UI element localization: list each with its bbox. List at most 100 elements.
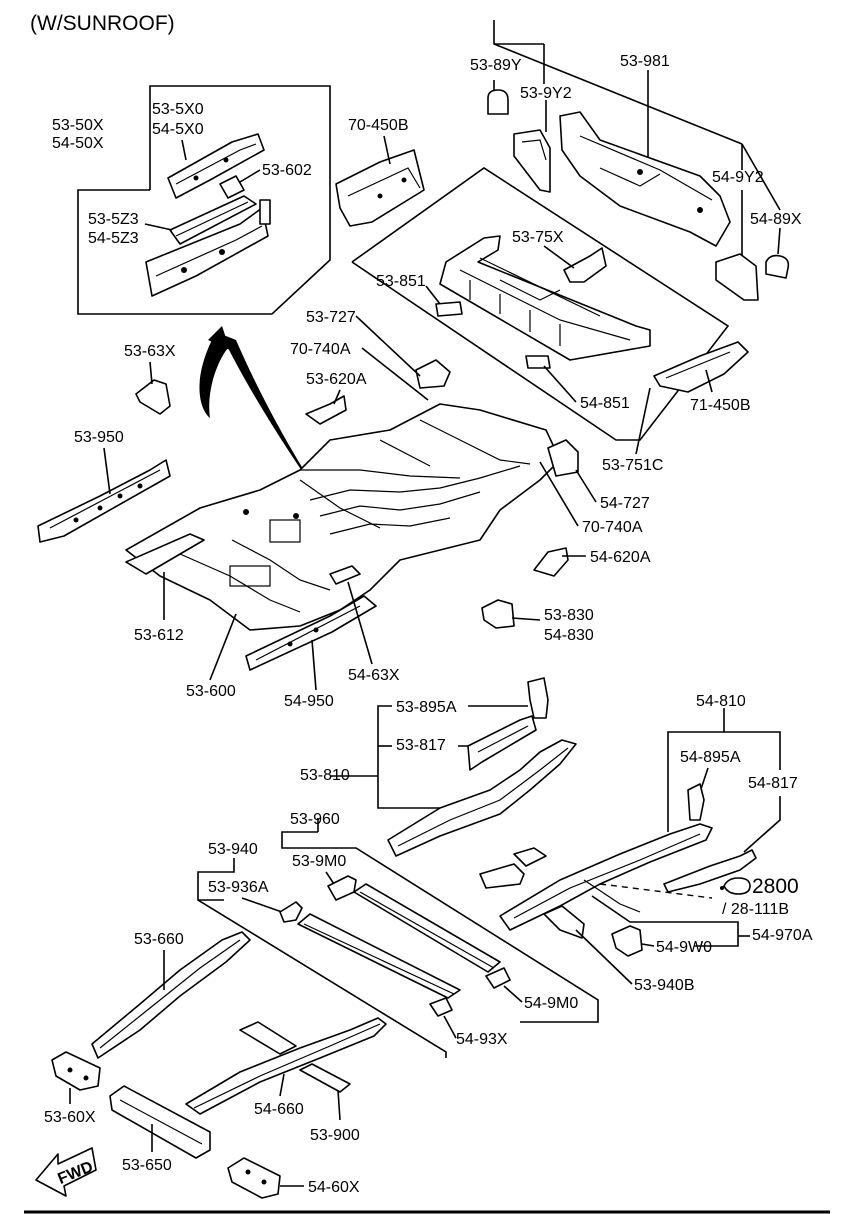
label-54-60X: 54-60X xyxy=(308,1179,360,1196)
part-53-810 xyxy=(387,739,577,857)
part-rear-floor-crossmember xyxy=(439,235,651,361)
label-53-612: 53-612 xyxy=(134,627,184,644)
part-53-981 xyxy=(559,111,731,247)
label-53-751C: 53-751C xyxy=(602,457,663,474)
part-54-817 xyxy=(663,849,757,893)
seat-bracket-front xyxy=(167,133,265,199)
label-53-981: 53-981 xyxy=(620,53,670,70)
label-53-9Y2: 53-9Y2 xyxy=(520,85,572,102)
part-53-936A xyxy=(279,901,303,923)
label-53-650: 53-650 xyxy=(122,1157,172,1174)
label-54-5X0: 54-5X0 xyxy=(152,121,204,138)
label-53-75X: 53-75X xyxy=(512,229,564,246)
part-53-895A xyxy=(527,677,549,719)
label-54-810: 54-810 xyxy=(696,693,746,710)
label-53-727: 53-727 xyxy=(306,309,356,326)
label-53-620A: 53-620A xyxy=(306,371,367,388)
part-54-60X xyxy=(227,1157,281,1199)
label-53-600: 53-600 xyxy=(186,683,236,700)
part-53-60X xyxy=(51,1051,101,1091)
part-54-9Y2 xyxy=(715,253,759,301)
label-53-60X: 53-60X xyxy=(44,1109,96,1126)
part-53-950 xyxy=(37,459,171,543)
seat-bracket-small xyxy=(219,175,245,199)
part-53-63X xyxy=(135,379,171,415)
part-70-450B xyxy=(335,149,425,227)
part-53-851 xyxy=(435,301,463,317)
label-53-63X: 53-63X xyxy=(124,343,176,360)
part-53-89Y xyxy=(487,89,509,115)
label-53-900: 53-900 xyxy=(310,1127,360,1144)
label-54-620A: 54-620A xyxy=(590,549,651,566)
diagram-title: (W/SUNROOF) xyxy=(30,12,175,35)
bracket-53-940 xyxy=(197,858,447,1058)
part-54-950 xyxy=(245,595,377,671)
part-2800-icon xyxy=(720,877,751,895)
part-53-612 xyxy=(125,533,205,575)
label-70-740A-top: 70-740A xyxy=(290,341,351,358)
part-54-9W0 xyxy=(611,925,643,957)
part-54-63X xyxy=(329,565,361,585)
label-53-830: 53-830 xyxy=(544,607,594,624)
part-53-620A xyxy=(305,395,347,425)
part-53-75X xyxy=(563,247,607,283)
assembly-arrow xyxy=(199,326,350,540)
label-54-950: 54-950 xyxy=(284,693,334,710)
label-53-660: 53-660 xyxy=(134,931,184,948)
part-54-895A xyxy=(687,783,705,821)
label-53-89Y: 53-89Y xyxy=(470,57,522,74)
part-53-940B xyxy=(543,905,585,939)
label-54-851: 54-851 xyxy=(580,395,630,412)
part-53-940 xyxy=(297,913,461,1017)
label-53-50X: 53-50X xyxy=(52,117,104,134)
part-53-600-floor-pan xyxy=(125,403,561,631)
label-53-940B: 53-940B xyxy=(634,977,695,994)
label-28-111B: / 28-111B xyxy=(722,901,789,918)
label-54-895A: 54-895A xyxy=(680,749,741,766)
part-53-9M0 xyxy=(327,875,357,901)
label-70-740A: 70-740A xyxy=(582,519,643,536)
part-53-817 xyxy=(467,715,537,771)
label-54-9M0: 54-9M0 xyxy=(524,995,578,1012)
label-53-960: 53-960 xyxy=(290,811,340,828)
part-53-830 xyxy=(481,599,515,629)
part-71-450B xyxy=(653,341,749,393)
label-54-660: 54-660 xyxy=(254,1101,304,1118)
rear-panel-leaders xyxy=(493,20,781,260)
label-70-450B: 70-450B xyxy=(348,117,409,134)
label-53-5Z3: 53-5Z3 xyxy=(88,211,139,228)
label-53-940: 53-940 xyxy=(208,841,258,858)
label-53-602: 53-602 xyxy=(262,162,312,179)
label-53-817: 53-817 xyxy=(396,737,446,754)
label-54-9Y2: 54-9Y2 xyxy=(712,169,764,186)
label-54-63X: 54-63X xyxy=(348,667,400,684)
part-54-660 xyxy=(185,1017,387,1115)
label-54-970A: 54-970A xyxy=(752,927,813,944)
part-53-960 xyxy=(353,883,511,989)
part-53-650 xyxy=(109,1085,211,1159)
label-54-817: 54-817 xyxy=(748,775,798,792)
fwd-arrow-icon: FWD xyxy=(35,1147,97,1197)
label-71-450B: 71-450B xyxy=(690,397,751,414)
bracket-53-960 xyxy=(281,818,599,1023)
inset-seat-brackets: 53-50X 54-50X 53-5X0 54-5X0 53-602 53-5Z… xyxy=(52,85,331,315)
label-54-89X: 54-89X xyxy=(750,211,802,228)
label-54-830: 54-830 xyxy=(544,627,594,644)
bracket-53-810 xyxy=(330,705,456,809)
label-54-93X: 54-93X xyxy=(456,1031,508,1048)
part-53-727 xyxy=(415,359,451,389)
bracket-54-810 xyxy=(667,708,781,853)
part-54-727 xyxy=(547,439,579,477)
label-54-50X: 54-50X xyxy=(52,135,104,152)
label-53-9M0: 53-9M0 xyxy=(292,853,346,870)
label-54-9W0: 54-9W0 xyxy=(656,939,712,956)
part-54-89X xyxy=(765,254,790,279)
part-54-851 xyxy=(525,355,551,369)
label-2800: 2800 xyxy=(752,875,799,898)
part-54-810 xyxy=(479,823,713,931)
label-54-727: 54-727 xyxy=(600,495,650,512)
label-53-895A: 53-895A xyxy=(396,699,457,716)
part-54-620A xyxy=(533,547,569,577)
seat-bracket-rear xyxy=(145,195,271,297)
